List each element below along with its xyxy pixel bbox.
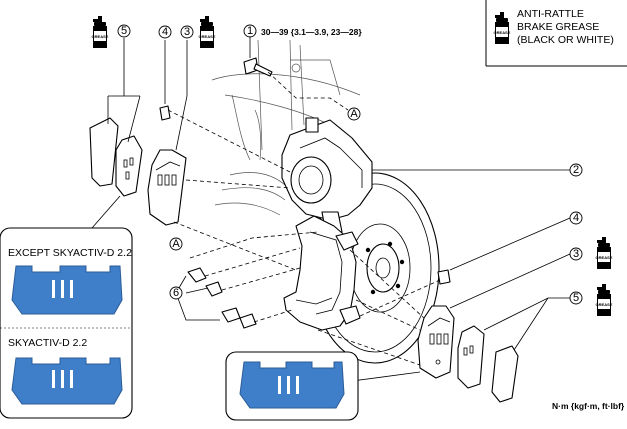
callout-3-right: 3 <box>569 247 583 261</box>
brake-pad-inner <box>147 149 187 226</box>
svg-text:3: 3 <box>184 26 190 38</box>
pad-variant-inset: EXCEPT SKYACTIV-D 2.2 SKYACTIV-D 2.2 <box>0 227 133 419</box>
pad-clip-left <box>159 105 171 121</box>
brake-pad-shim-right <box>457 325 519 403</box>
inset-label-skyactiv: SKYACTIV-D 2.2 <box>8 337 87 349</box>
inset-label-except-skyactiv: EXCEPT SKYACTIV-D 2.2 <box>8 247 132 259</box>
legend-line-2: BRAKE GREASE <box>517 21 599 33</box>
callout-5-left: 5 <box>117 24 131 38</box>
callout-4-left: 4 <box>158 25 172 39</box>
brake-pad-shim-left <box>89 117 143 197</box>
svg-text:6: 6 <box>173 287 179 299</box>
callout-2: 2 <box>569 163 583 177</box>
caliper-bracket <box>283 215 361 331</box>
pad-clip-right <box>437 269 451 285</box>
callout-5-right: 5 <box>569 291 583 305</box>
caliper-bolt <box>243 57 273 77</box>
svg-text:A: A <box>350 108 358 120</box>
torque-units-label: N·m {kgf·m, ft·lbf} <box>552 401 625 411</box>
blue-pad-image <box>11 357 123 405</box>
caliper-body <box>281 117 373 235</box>
brake-pad-outer <box>417 305 455 379</box>
svg-text:5: 5 <box>573 292 579 304</box>
leader-lines <box>91 36 571 386</box>
grease-can-icon <box>198 16 216 48</box>
svg-text:A: A <box>172 238 180 250</box>
legend: ANTI-RATTLE BRAKE GREASE (BLACK OR WHITE… <box>485 0 627 67</box>
callout-3-left: 3 <box>180 25 194 39</box>
torque-spec-label: 30—39 {3.1—3.9, 23—28} <box>261 27 362 37</box>
callout-4-right: 4 <box>569 211 583 225</box>
guide-plates <box>187 267 257 329</box>
grease-can-icon <box>595 237 613 269</box>
callout-6: 6 <box>169 286 183 300</box>
callout-a-top: A <box>347 107 361 121</box>
blue-pad-image <box>239 361 345 409</box>
assembly-lines <box>167 71 441 366</box>
grease-can-icon <box>595 284 613 316</box>
svg-text:5: 5 <box>121 25 127 37</box>
grease-can-icon <box>493 12 511 44</box>
svg-text:4: 4 <box>573 212 579 224</box>
callout-a-mid: A <box>169 237 183 251</box>
suspension-background <box>211 39 361 216</box>
outer-pad-inset <box>225 351 359 421</box>
blue-pad-image <box>11 265 123 315</box>
grease-can-icon <box>91 16 109 48</box>
svg-text:4: 4 <box>162 26 168 38</box>
svg-text:1: 1 <box>247 25 253 37</box>
svg-text:2: 2 <box>573 164 579 176</box>
legend-line-1: ANTI-RATTLE <box>517 8 584 20</box>
callout-1: 1 <box>243 24 257 38</box>
svg-text:3: 3 <box>573 248 579 260</box>
legend-line-3: (BLACK OR WHITE) <box>517 34 614 46</box>
